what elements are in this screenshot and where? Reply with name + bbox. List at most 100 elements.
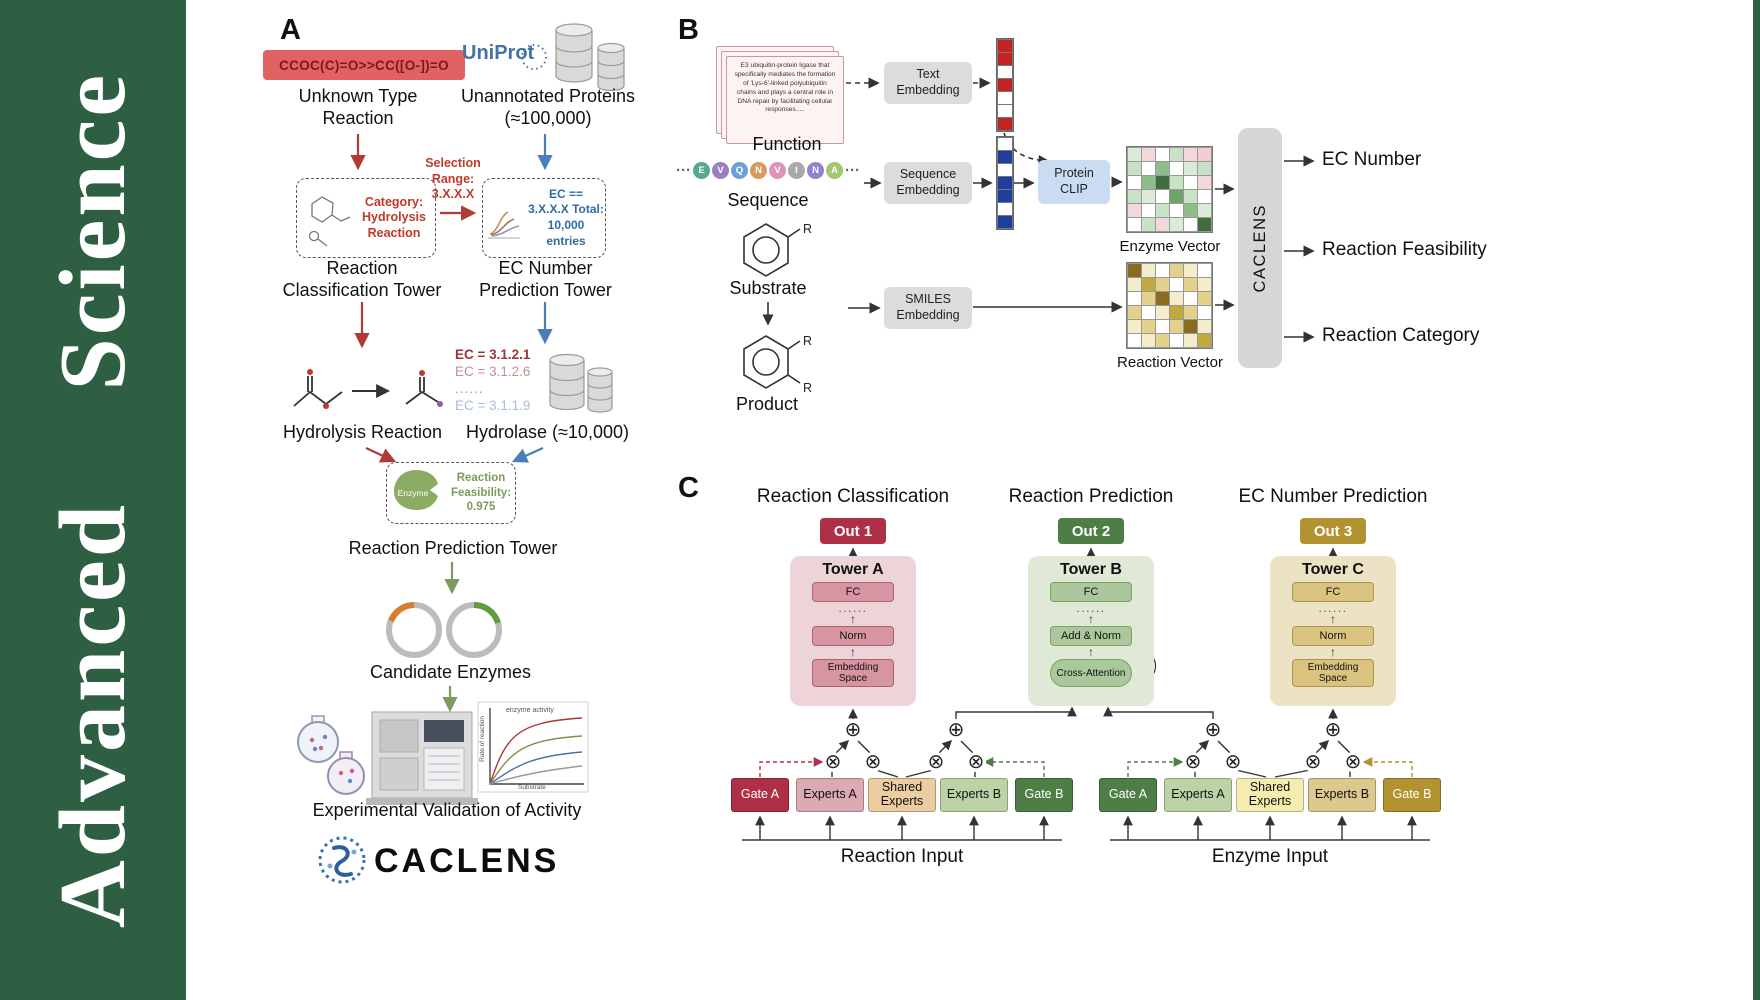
journal-banner: Advanced Science xyxy=(0,0,186,1000)
hidden-layers-dots: ...... xyxy=(838,601,868,615)
residue-circle: E xyxy=(693,162,710,179)
ellipsis-right: ··· xyxy=(845,162,860,179)
mini-chart-ylabel: Rate of reaction xyxy=(479,716,486,762)
enzyme-blob-icon: Enzyme xyxy=(394,470,438,510)
uniprot-database-icon xyxy=(521,23,625,92)
candidate-enzymes-label: Candidate Enzymes xyxy=(369,662,532,682)
mini-chart-xlabel: Substrate xyxy=(518,784,546,791)
enzyme-vector-matrix xyxy=(1126,146,1213,233)
product-node-icon: ⊗ xyxy=(1223,751,1243,773)
reaction-prediction-tower-label: Reaction Prediction Tower xyxy=(348,538,558,558)
product-label: Product xyxy=(735,394,799,414)
hydrolase-label: Hydrolase (≈10,000) xyxy=(466,422,629,442)
ec-list-item: EC = 3.1.2.1 xyxy=(455,347,531,362)
benzene-substrate-icon xyxy=(743,223,801,277)
cross-attention-block: Cross-Attention xyxy=(1050,659,1132,687)
reaction-vector-label: Reaction Vector xyxy=(1117,354,1223,371)
output-ec-number: EC Number xyxy=(1322,149,1422,170)
up-arrow-icon: ↑ xyxy=(1088,645,1094,659)
out-1-box: Out 1 xyxy=(820,518,886,544)
molecule-sketch-icon xyxy=(308,196,351,247)
r-group-label: R xyxy=(803,334,812,348)
fc-block: FC xyxy=(1292,582,1374,602)
product-node-icon: ⊗ xyxy=(1343,751,1363,773)
right-border xyxy=(1753,0,1760,1000)
hydrolase-database-icon xyxy=(549,353,613,413)
category-box-text: Category: Hydrolysis Reaction xyxy=(362,194,426,240)
up-arrow-icon: ↑ xyxy=(1330,645,1336,659)
sequence-embedding-vector xyxy=(996,136,1014,230)
tower-b-name: Tower B xyxy=(1060,561,1122,578)
feasibility-box: Reaction Feasibility: 0.975 xyxy=(386,462,516,524)
sum-node-icon: ⊕ xyxy=(946,719,966,741)
ec-number-list: EC = 3.1.2.1 EC = 3.1.2.6 ...... EC = 3.… xyxy=(455,346,530,414)
text-embedding-vector xyxy=(996,38,1014,132)
function-card: E3 ubiquitin-protein ligase that specifi… xyxy=(726,56,844,144)
column-title-reaction-prediction: Reaction Prediction xyxy=(1008,486,1174,507)
hidden-layers-dots: ...... xyxy=(1318,601,1348,615)
residue-circle: V xyxy=(712,162,729,179)
flask-icons xyxy=(297,715,365,795)
caclens-logo-text: CACLENS xyxy=(374,842,560,880)
gate-b-box-enzyme: Gate B xyxy=(1383,778,1441,812)
column-title-reaction-classification: Reaction Classification xyxy=(756,486,950,507)
experts-a-box-enzyme: Experts A xyxy=(1164,778,1232,812)
smiles-reaction-box: CCOC(C)=O>>CC([O-])=O xyxy=(263,50,465,80)
up-arrow-icon: ↑ xyxy=(1088,612,1094,626)
function-card-text: E3 ubiquitin-protein ligase that specifi… xyxy=(734,62,836,114)
tower-a: Tower A FC ...... ↑ Norm ↑ Embedding Spa… xyxy=(790,556,916,706)
unannotated-proteins-label: Unannotated Proteins (≈100,000) xyxy=(460,86,636,128)
sum-node-icon: ⊕ xyxy=(843,719,863,741)
ec-prediction-tower-label: EC Number Prediction Tower xyxy=(479,258,612,300)
experts-b-box-enzyme: Experts B xyxy=(1308,778,1376,812)
ec-list-item: EC = 3.1.2.6 xyxy=(455,364,531,379)
r-group-label: R xyxy=(803,381,812,395)
ec-list-item: EC = 3.1.1.9 xyxy=(455,398,531,413)
validation-label: Experimental Validation of Activity xyxy=(312,800,582,820)
ec-selection-text: EC == 3.X.X.X Total: 10,000 entries xyxy=(528,186,604,248)
sequence-label: Sequence xyxy=(727,190,809,210)
caclens-pill-text: CACLENS xyxy=(1250,203,1269,293)
activity-chart-icon xyxy=(477,701,589,793)
residue-circle: I xyxy=(788,162,805,179)
plasmid-icons xyxy=(386,602,502,658)
sum-node-icon: ⊕ xyxy=(1203,719,1223,741)
ec-curves-icon xyxy=(488,211,520,239)
sequence-row: ··· E V Q N V I N A ··· xyxy=(676,162,860,179)
tower-c-name: Tower C xyxy=(1302,561,1364,578)
hydrolysis-reaction-label: Hydrolysis Reaction xyxy=(282,422,443,442)
ec-selection-box: EC == 3.X.X.X Total: 10,000 entries xyxy=(482,178,606,258)
hidden-layers-dots: ...... xyxy=(1076,601,1106,615)
residue-circle: N xyxy=(807,162,824,179)
benzene-product-icon xyxy=(743,335,801,389)
up-arrow-icon: ↑ xyxy=(1330,612,1336,626)
product-node-icon: ⊗ xyxy=(966,751,986,773)
enzyme-vector-label: Enzyme Vector xyxy=(1119,238,1221,255)
hplc-instrument-icon xyxy=(366,711,478,805)
add-norm-block: Add & Norm xyxy=(1050,626,1132,646)
fc-block: FC xyxy=(812,582,894,602)
up-arrow-icon: ↑ xyxy=(850,645,856,659)
gate-a-box-reaction: Gate A xyxy=(731,778,789,812)
shared-experts-box-enzyme: Shared Experts xyxy=(1236,778,1304,812)
norm-block: Norm xyxy=(812,626,894,646)
experts-b-box-reaction: Experts B xyxy=(940,778,1008,812)
product-node-icon: ⊗ xyxy=(926,751,946,773)
embedding-space-block: Embedding Space xyxy=(1292,659,1374,687)
norm-block: Norm xyxy=(1292,626,1374,646)
experts-a-box-reaction: Experts A xyxy=(796,778,864,812)
substrate-label: Substrate xyxy=(729,278,807,298)
gate-a-box-enzyme: Gate A xyxy=(1099,778,1157,812)
sum-node-icon: ⊕ xyxy=(1323,719,1343,741)
hydrolysis-molecules-icon xyxy=(293,369,443,409)
panel-b-label: B xyxy=(678,14,699,46)
output-reaction-feasibility: Reaction Feasibility xyxy=(1322,239,1487,260)
function-label: Function xyxy=(752,134,822,154)
reaction-vector-matrix xyxy=(1126,262,1213,349)
unknown-reaction-label: Unknown Type Reaction xyxy=(298,86,418,128)
caclens-pill: CACLENS xyxy=(1238,128,1282,368)
panel-b-arrows xyxy=(762,77,1315,343)
product-node-icon: ⊗ xyxy=(1303,751,1323,773)
